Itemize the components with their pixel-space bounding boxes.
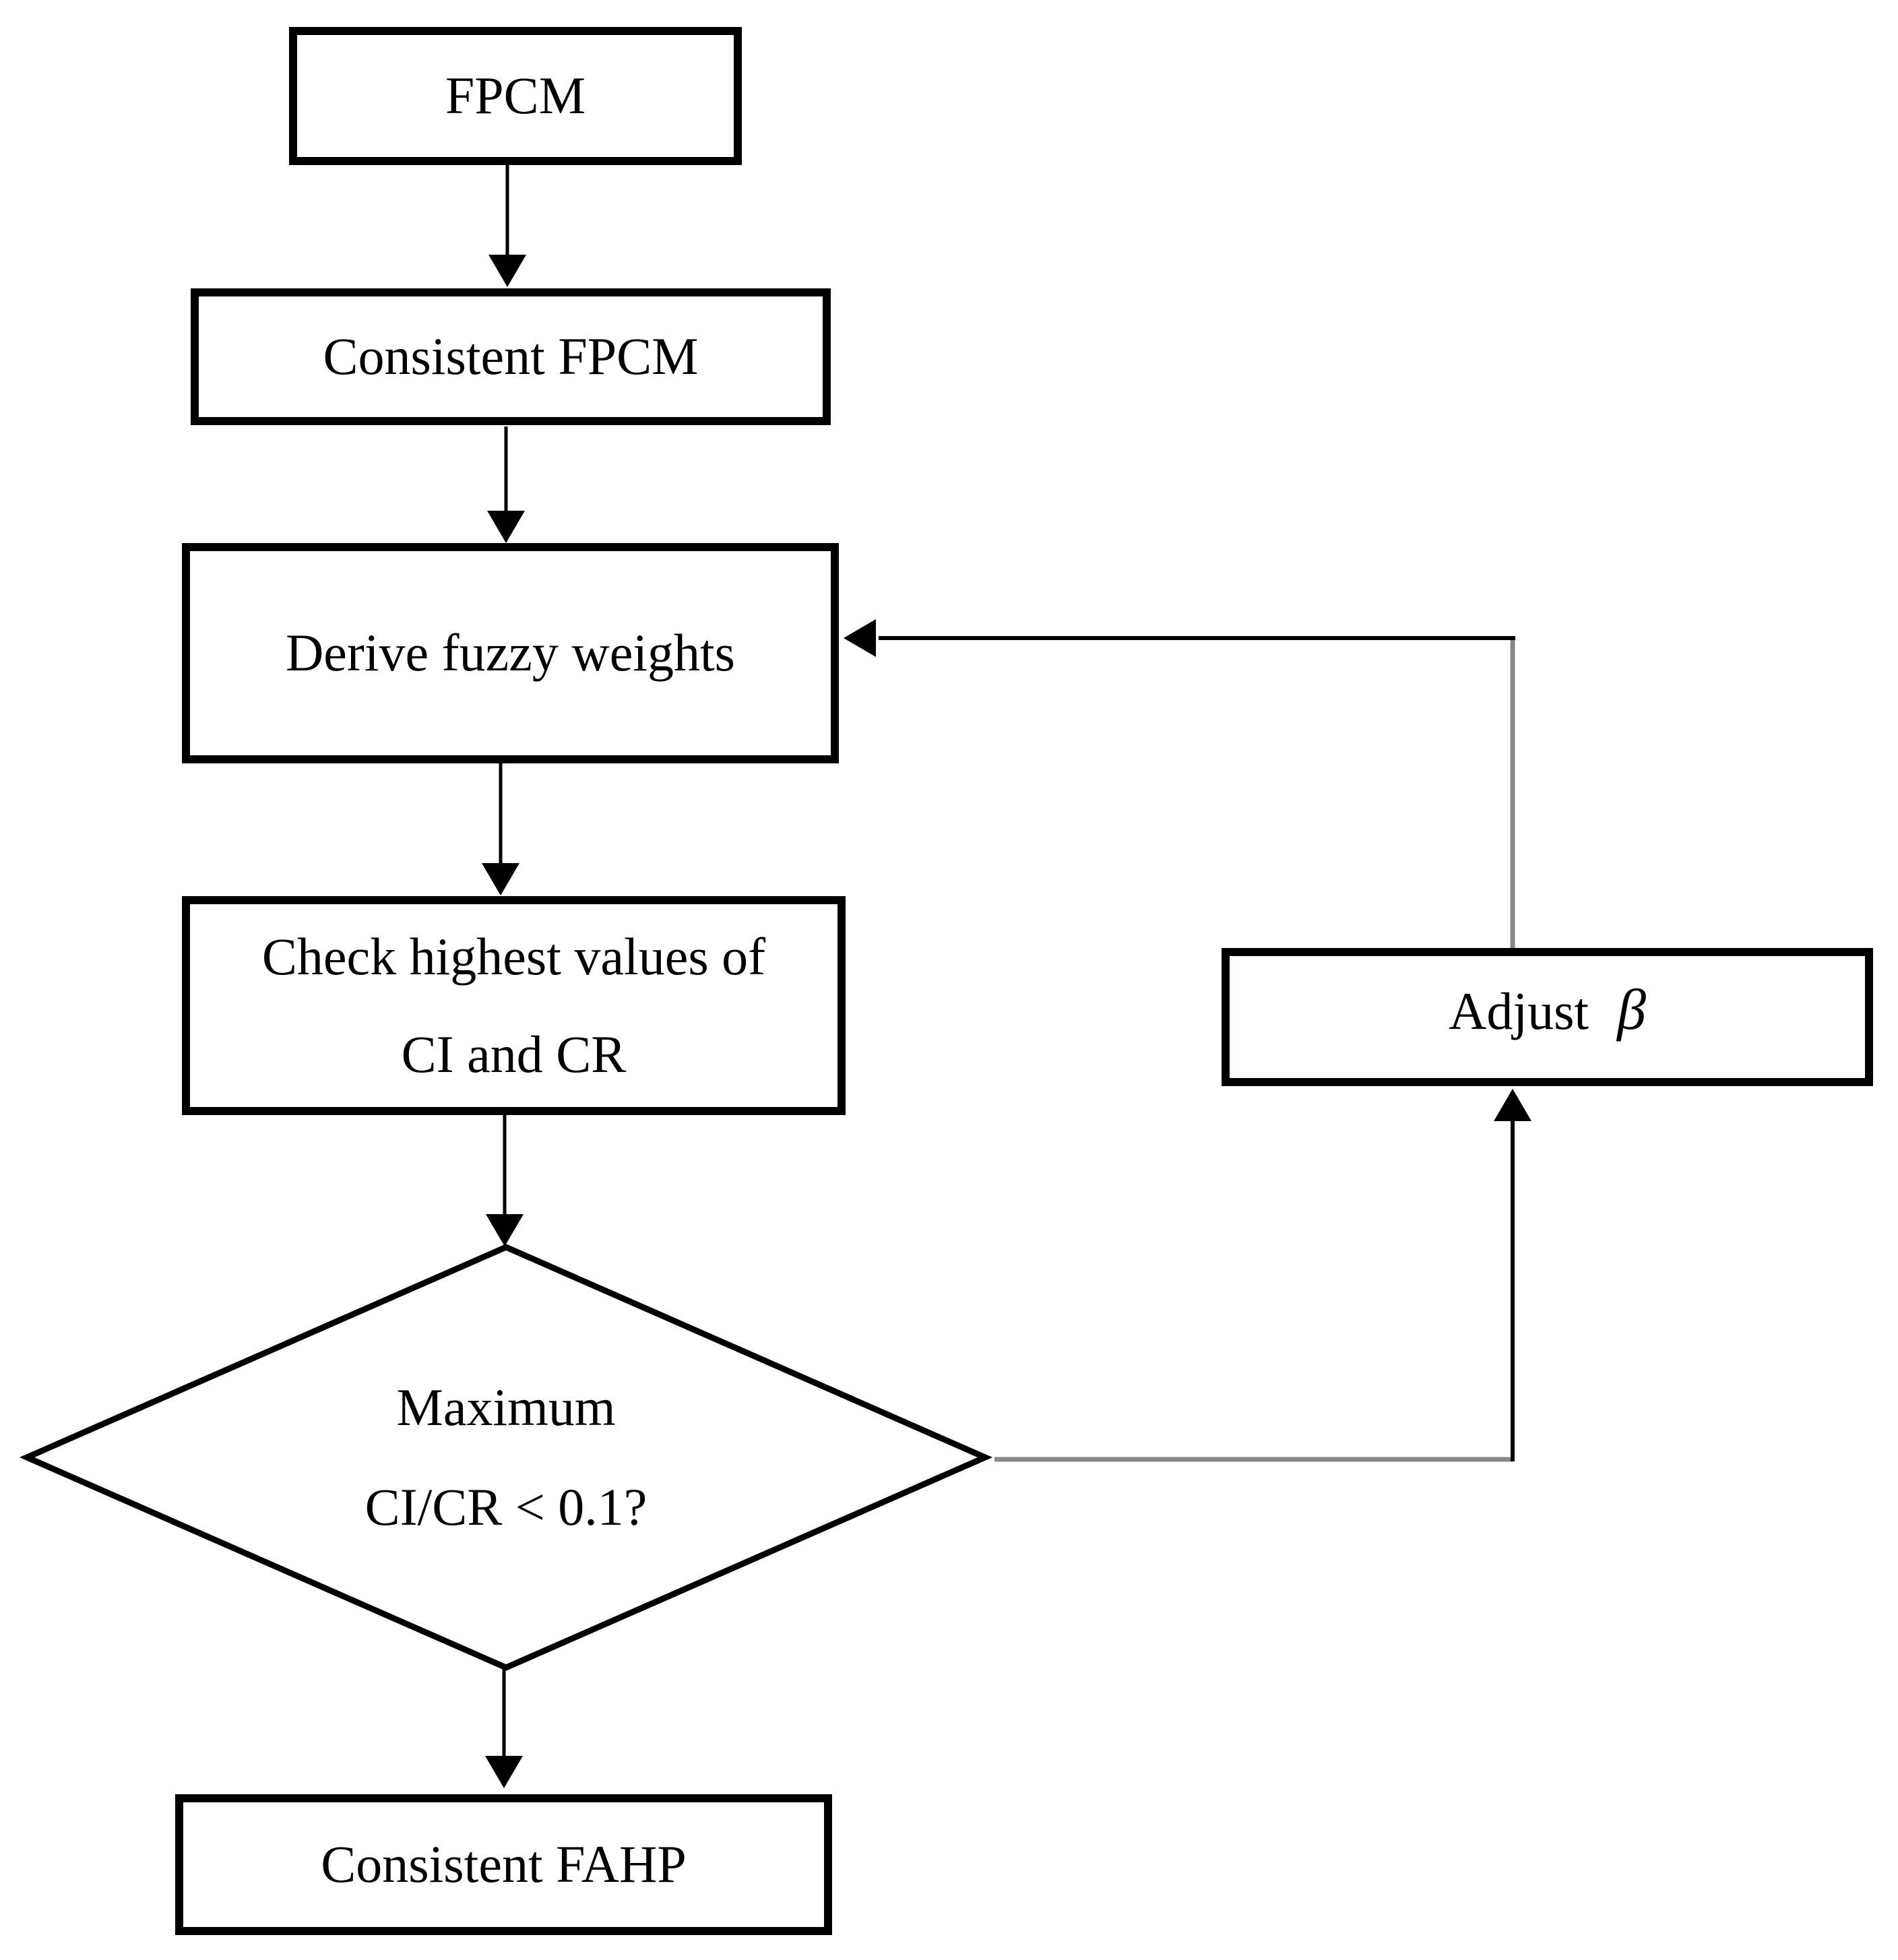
node-adjust-beta-label: Adjust (1449, 982, 1589, 1040)
arrowhead-down-icon (486, 1214, 524, 1246)
node-fpcm-label: FPCM (445, 66, 586, 125)
node-check-highest-values: Check highest values of CI and CR (182, 896, 846, 1115)
arrowhead-down-icon (485, 1756, 523, 1788)
arrowhead-down-icon (488, 255, 526, 287)
arrowhead-up-icon (1494, 1089, 1531, 1121)
arrow-derive-to-check (482, 763, 519, 895)
node-check-highest-values-line1: Check highest values of (261, 927, 766, 986)
beta-symbol: β (1617, 977, 1646, 1042)
decision-label: Maximum CI/CR < 0.1? (203, 1356, 809, 1558)
node-check-highest-values-line2: CI and CR (401, 1024, 627, 1083)
arrowhead-down-icon (482, 863, 519, 895)
decision-line2: CI/CR < 0.1? (365, 1478, 647, 1536)
arrow-fpcm-to-consistent-fpcm (488, 165, 526, 287)
node-fpcm: FPCM (289, 27, 742, 165)
arrowhead-left-icon (844, 619, 876, 657)
feedback-path-adjust-to-derive (844, 619, 1515, 948)
decision-diamond (19, 1244, 993, 1671)
arrow-check-to-decision (486, 1115, 524, 1246)
decision-line1: Maximum (396, 1377, 616, 1436)
node-consistent-fpcm-label: Consistent FPCM (323, 327, 699, 386)
node-consistent-fpcm: Consistent FPCM (191, 288, 831, 425)
node-derive-fuzzy-weights: Derive fuzzy weights (182, 543, 839, 763)
node-consistent-fahp: Consistent FAHP (175, 1794, 832, 1935)
arrow-consistent-fpcm-to-derive (487, 426, 525, 543)
arrowhead-down-icon (487, 511, 525, 543)
arrow-decision-to-consistent-fahp (485, 1668, 523, 1788)
node-consistent-fahp-label: Consistent FAHP (321, 1835, 687, 1894)
feedback-path-decision-to-adjust (994, 1089, 1531, 1462)
node-derive-fuzzy-weights-label: Derive fuzzy weights (285, 623, 736, 683)
node-adjust-beta: Adjust β (1222, 948, 1873, 1086)
